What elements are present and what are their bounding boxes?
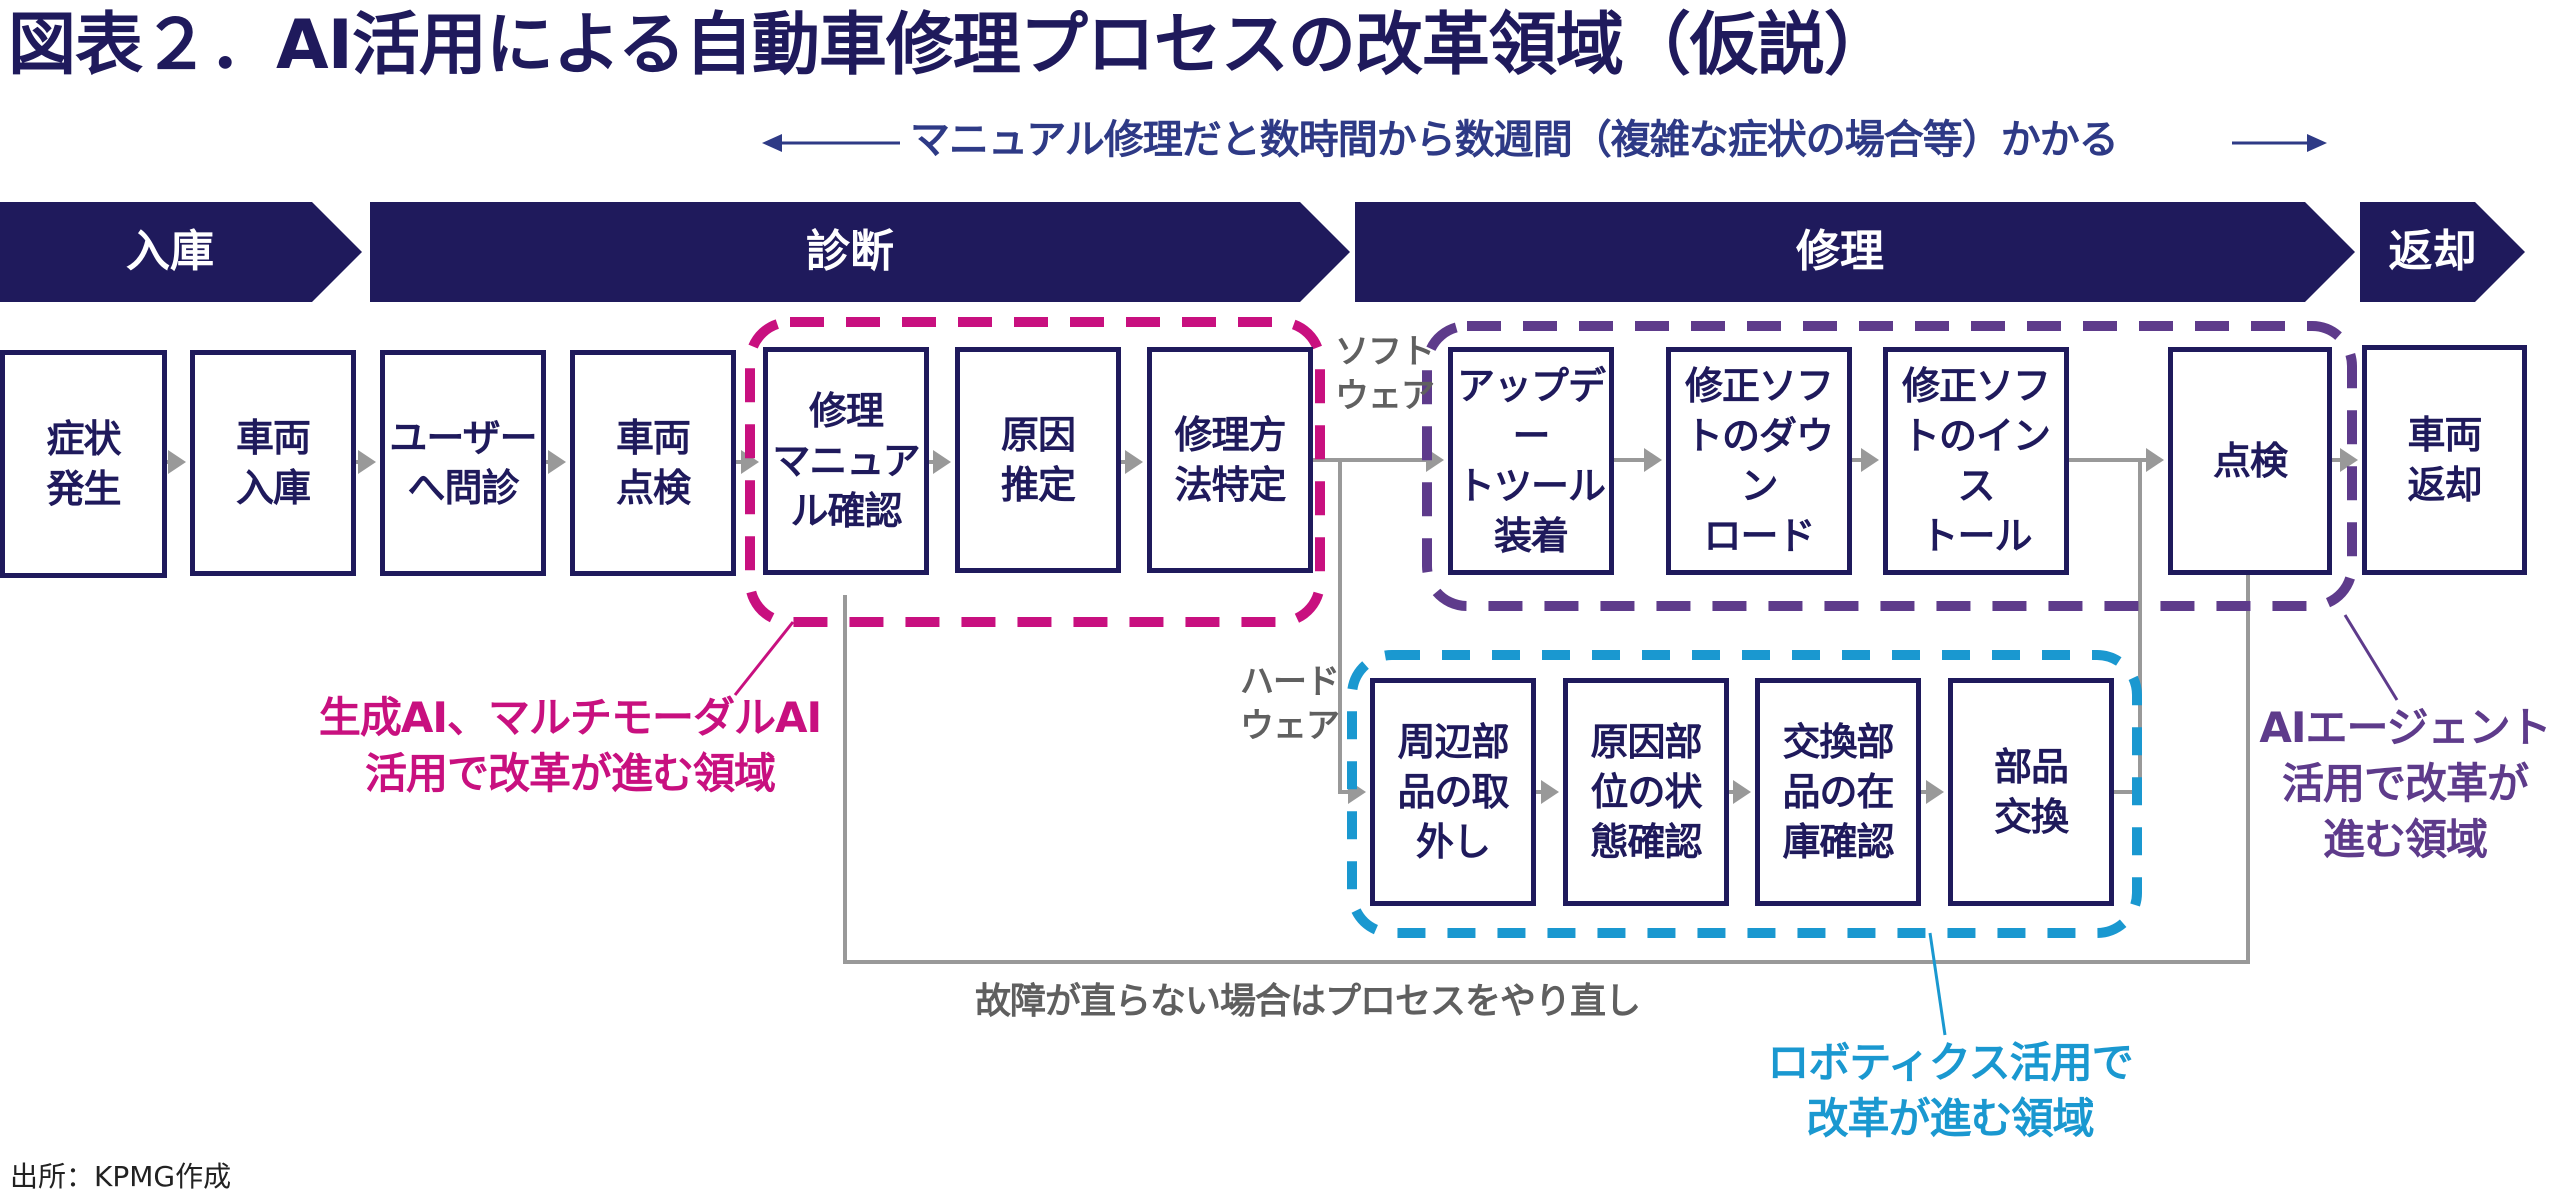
software-branch-label: ソフト ウェア xyxy=(1335,332,1435,416)
phase-label-shindan: 診断 xyxy=(806,226,894,277)
step-vehicle-intake: 車両 入庫 xyxy=(190,350,356,576)
figure-title: 図表２．AI活用による自動車修理プロセスの改革領域（仮説） xyxy=(8,6,1892,85)
flow-arrowhead xyxy=(1541,780,1559,804)
step-inspection: 点検 xyxy=(2168,347,2332,575)
flow-arrowhead xyxy=(1861,448,1879,472)
source-note: 出所：KPMG作成 xyxy=(10,1160,232,1193)
flow-arrowhead xyxy=(2340,448,2358,472)
flow-arrowhead xyxy=(1733,780,1751,804)
step-cause-estimate: 原因 推定 xyxy=(955,347,1121,573)
flow-arrowhead xyxy=(1644,448,1662,472)
robotics-leader xyxy=(1928,932,1947,1036)
duration-note: マニュアル修理だと数時間から数週間（複雑な症状の場合等）かかる xyxy=(910,117,2119,163)
step-replace-parts: 部品 交換 xyxy=(1948,678,2114,906)
phase-label-nyuko: 入庫 xyxy=(126,226,214,277)
step-user-interview: ユーザー へ問診 xyxy=(380,350,546,576)
phase-chevron-henkyaku xyxy=(2360,202,2525,302)
hardware-branch-label: ハード ウェア xyxy=(1240,662,1340,746)
agent-region xyxy=(1422,321,2357,611)
flow-arrowhead xyxy=(548,450,566,474)
phase-chevron-shuri xyxy=(1355,202,2355,302)
genai-leader xyxy=(733,621,795,696)
agent-callout: AIエージェント 活用で改革が 進む領域 xyxy=(2259,703,2551,864)
step-download-fix: 修正ソフ トのダウン ロード xyxy=(1666,347,1852,575)
span-arrow-right xyxy=(2232,134,2327,152)
robotics-region xyxy=(1347,650,2142,938)
flow-arrowhead xyxy=(1125,450,1143,474)
phase-chevron-nyuko xyxy=(0,202,362,302)
step-update-tool: アップデー トツール 装着 xyxy=(1448,347,1614,575)
step-check-stock: 交換部 品の在 庫確認 xyxy=(1755,678,1921,906)
genai-region xyxy=(745,317,1325,627)
agent-leader xyxy=(2343,614,2399,701)
flow-arrowhead xyxy=(933,450,951,474)
step-symptom: 症状 発生 xyxy=(0,350,167,578)
flow-arrowhead xyxy=(168,450,186,474)
step-vehicle-return: 車両 返却 xyxy=(2362,345,2527,575)
robotics-callout: ロボティクス活用で 改革が進む領域 xyxy=(1767,1038,2133,1143)
retry-note: 故障が直らない場合はプロセスをやり直し xyxy=(975,981,1641,1022)
phase-label-shuri: 修理 xyxy=(1796,226,1884,277)
flow-arrowhead xyxy=(358,450,376,474)
step-method-identify: 修理方 法特定 xyxy=(1147,347,1313,573)
phase-label-henkyaku: 返却 xyxy=(2388,226,2477,277)
flow-arrowhead xyxy=(2146,448,2164,472)
step-check-cause-part: 原因部 位の状 態確認 xyxy=(1563,678,1729,906)
genai-callout: 生成AI、マルチモーダルAI 活用で改革が進む領域 xyxy=(318,693,822,798)
step-vehicle-check: 車両 点検 xyxy=(570,350,736,576)
step-manual-check: 修理 マニュア ル確認 xyxy=(763,347,929,575)
step-remove-parts: 周辺部 品の取 外し xyxy=(1370,678,1536,906)
phase-chevron-shindan xyxy=(370,202,1350,302)
span-arrow-left xyxy=(762,134,900,152)
step-install-fix: 修正ソフ トのインス トール xyxy=(1883,347,2069,575)
flow-arrowhead xyxy=(1926,780,1944,804)
